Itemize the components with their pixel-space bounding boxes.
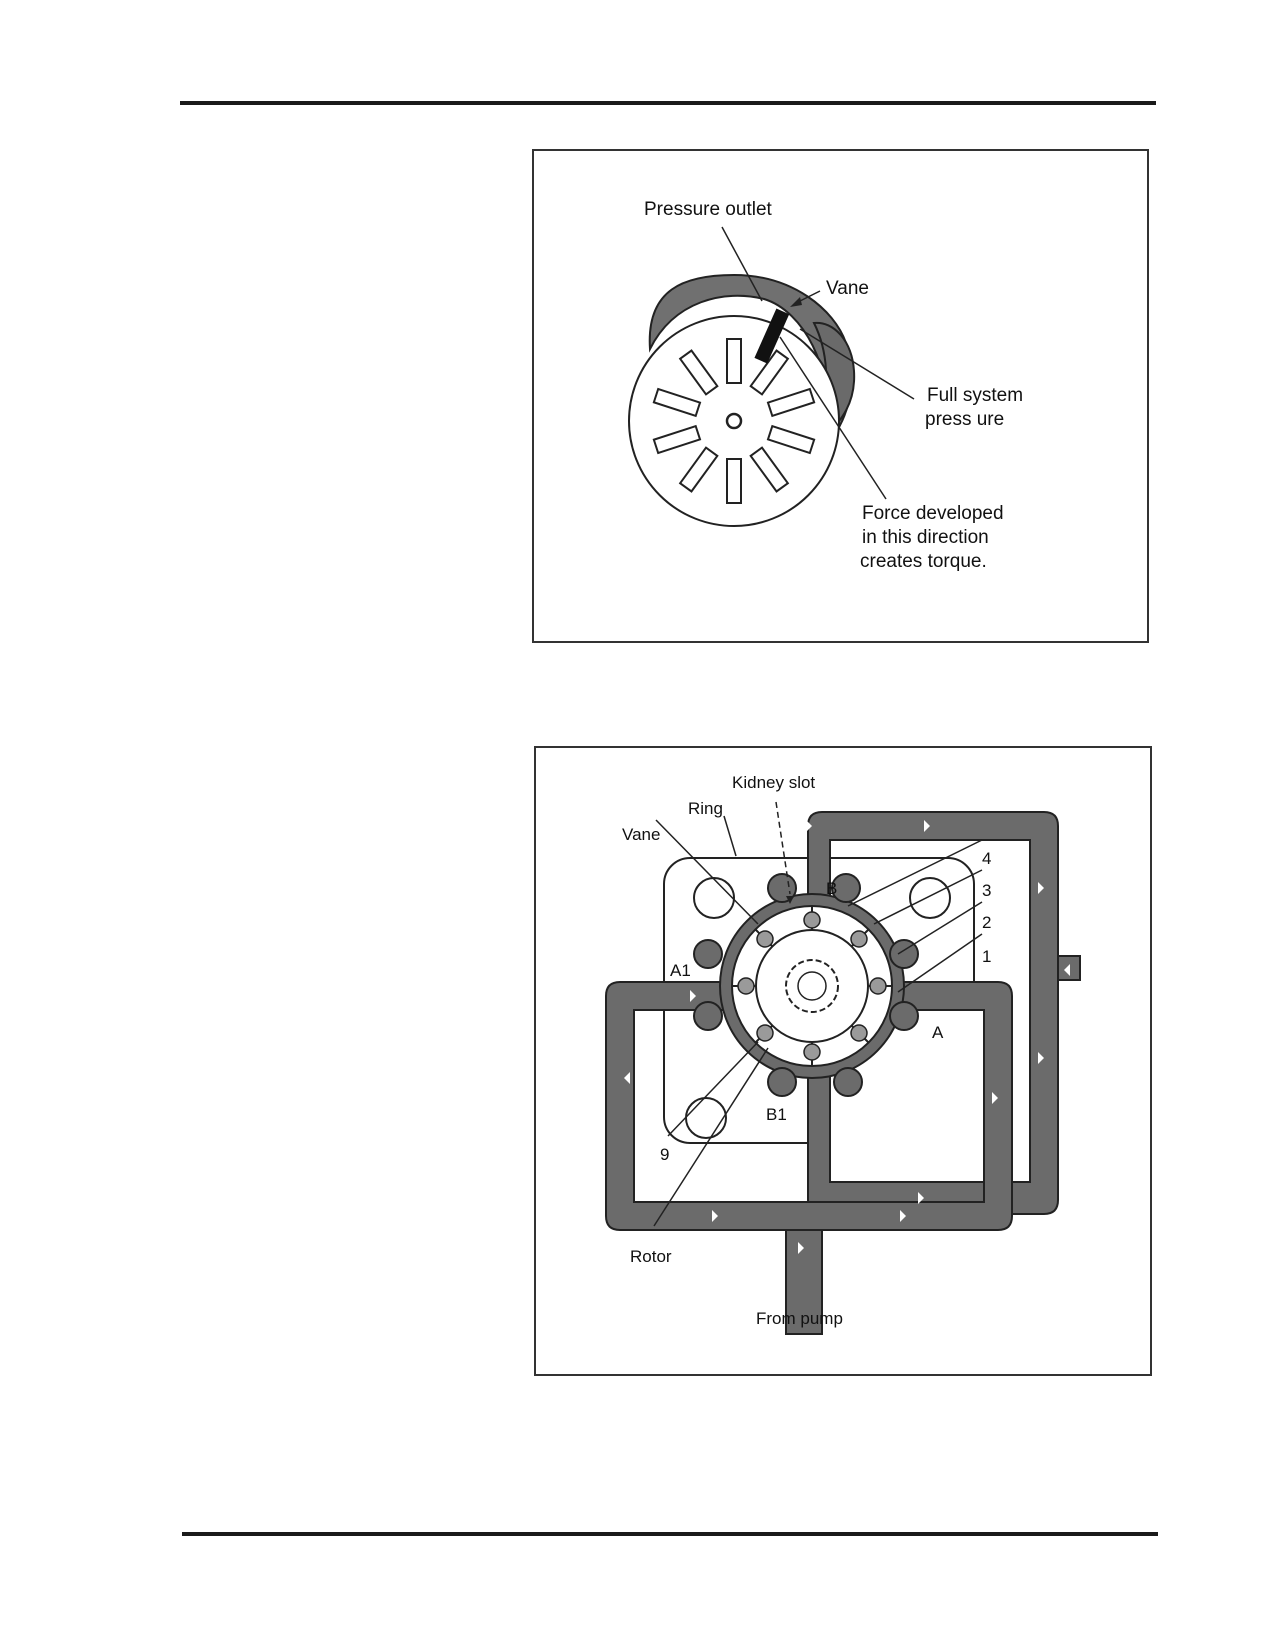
kidney-slots [693,873,919,1097]
label-full-system-1: Full system [927,385,1023,406]
label-force-1: Force developed [862,503,1004,524]
shaft-center [797,971,827,1001]
label-vane: Vane [826,278,869,299]
label-num-3: 3 [982,881,991,900]
vane-slots [652,338,816,504]
rotor-hub [725,412,743,430]
label-port-a1: A1 [670,961,691,980]
label-force-2: in this direction [862,527,989,548]
label-num-2: 2 [982,913,991,932]
label-vane: Vane [622,825,660,844]
label-num-1: 1 [982,947,991,966]
figure-vane-motor-porting: Kidney slot Ring Vane B A1 A B1 4 3 2 1 … [534,746,1152,1376]
label-pressure-outlet: Pressure outlet [644,199,773,220]
label-num-9: 9 [660,1145,669,1164]
label-from-pump: From pump [756,1309,843,1328]
label-num-4: 4 [982,849,991,868]
vane-pockets [737,911,887,1061]
label-full-system-2: press ure [925,409,1004,430]
label-kidney-slot: Kidney slot [732,773,815,792]
extended-vane [754,308,790,364]
label-ring: Ring [688,799,723,818]
footer-rule [182,1532,1158,1536]
label-port-b1: B1 [766,1105,787,1124]
vane-torque-diagram: Pressure outlet Vane Full system press u… [628,199,1023,572]
label-port-b: B [826,879,837,898]
label-rotor: Rotor [630,1247,672,1266]
leader-lines [721,226,915,500]
figure2-leader-lines [653,801,983,1227]
label-port-a: A [932,1023,944,1042]
vane-motor-porting-diagram: Kidney slot Ring Vane B A1 A B1 4 3 2 1 … [605,773,1081,1335]
label-force-3: creates torque. [860,551,987,572]
header-rule [180,101,1156,105]
flow-arrows [624,820,1070,1254]
figure-vane-torque: Pressure outlet Vane Full system press u… [532,149,1149,643]
